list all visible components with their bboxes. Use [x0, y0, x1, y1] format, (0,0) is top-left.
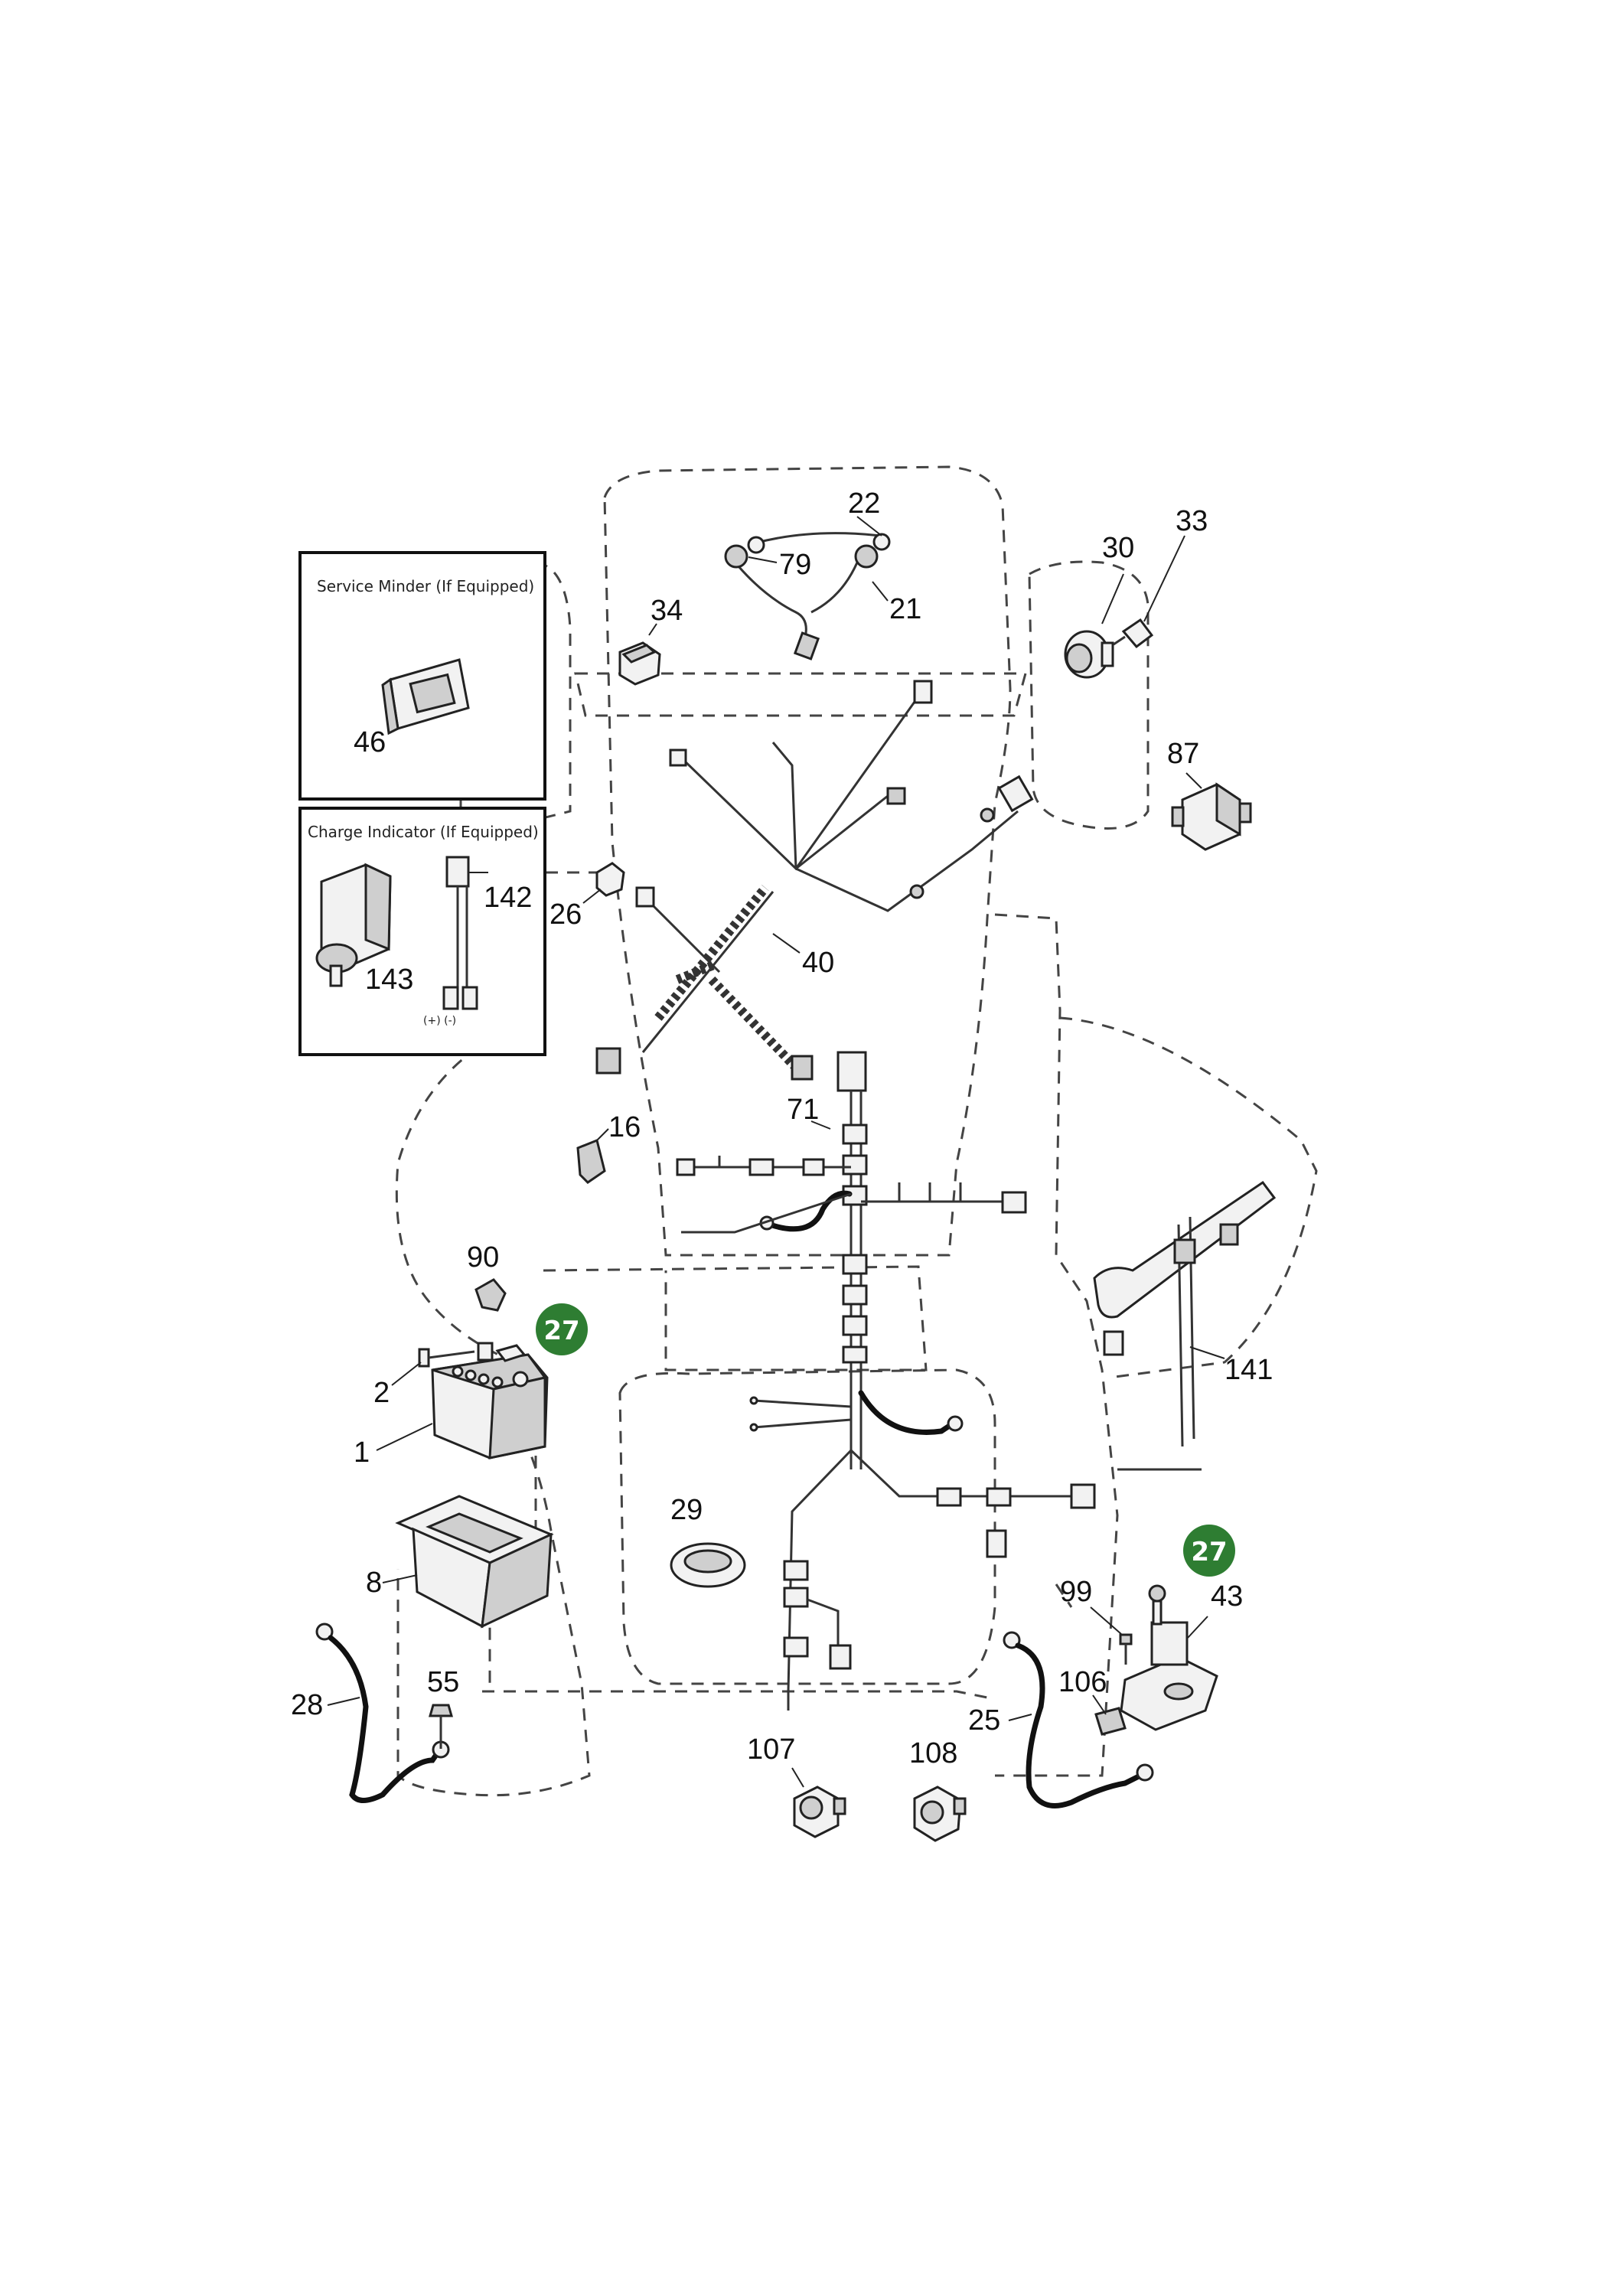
- service-minder-module: [381, 658, 470, 735]
- leader-79: [748, 556, 778, 563]
- sensor-29: [670, 1542, 746, 1588]
- main-wiring-harness-40: [595, 680, 1034, 1081]
- callout-106: 106: [1058, 1666, 1107, 1698]
- battery-area-outline: [543, 1265, 928, 1371]
- dash-panel-outline: [574, 672, 1027, 717]
- callout-22: 22: [848, 488, 880, 520]
- badge-27-solenoid-circle: [1183, 1525, 1235, 1577]
- ignition-switch-30: [1064, 630, 1114, 679]
- callout-40: 40: [802, 947, 834, 979]
- charge-indicator-title: Charge Indicator (If Equipped): [308, 823, 539, 841]
- headlight-harness: [724, 532, 891, 660]
- bolt-99: [1119, 1633, 1133, 1665]
- callout-30: 30: [1102, 532, 1134, 564]
- starter-solenoid-43: [1120, 1584, 1218, 1731]
- callout-43: 43: [1211, 1580, 1243, 1613]
- leader-40: [772, 933, 801, 954]
- screw-55: [429, 1704, 453, 1749]
- leader-33: [1143, 535, 1185, 622]
- service-minder-box: Service Minder (If Equipped) 46: [298, 551, 546, 801]
- charge-indicator-box: Charge Indicator (If Equipped) (+) (-) 1…: [298, 807, 546, 1056]
- callout-34: 34: [651, 595, 683, 627]
- leader-141: [1189, 1346, 1225, 1359]
- lower-wiring-harness: [783, 1449, 1096, 1711]
- badge-27-battery-label: 27: [543, 1316, 579, 1346]
- badge-27-battery-circle: [536, 1303, 588, 1355]
- leader-8: [382, 1574, 418, 1583]
- solenoid-107: [793, 1786, 846, 1838]
- plug-90: [474, 1278, 507, 1312]
- battery-cable-25: [1003, 1631, 1154, 1808]
- switch-34: [618, 641, 661, 686]
- leader-106: [1092, 1694, 1107, 1715]
- callout-28: 28: [291, 1689, 323, 1721]
- badge-27-solenoid-label: 27: [1191, 1537, 1227, 1567]
- seat-switch-assembly-141: [1093, 1180, 1277, 1471]
- leader-87: [1185, 772, 1202, 789]
- battery-1: [431, 1353, 549, 1459]
- battery-cable-28: [315, 1623, 450, 1803]
- callout-107: 107: [747, 1733, 795, 1766]
- bottom-frame-outline: [482, 1583, 1073, 1701]
- lower-center-outline: [618, 1368, 996, 1685]
- left-low-outline: [488, 1370, 537, 1691]
- connector-26: [595, 862, 625, 897]
- callout-46: 46: [354, 726, 386, 758]
- callout-87: 87: [1167, 738, 1199, 770]
- charge-indicator-gauge: [315, 863, 392, 987]
- leader-25: [1008, 1714, 1032, 1721]
- leader-43: [1187, 1616, 1208, 1639]
- leader-16: [596, 1128, 609, 1141]
- callout-25: 25: [968, 1704, 1000, 1737]
- leader-2: [391, 1362, 422, 1386]
- hood-outline: [603, 465, 1012, 1257]
- callout-99: 99: [1060, 1576, 1092, 1608]
- ignition-key-33: [1113, 618, 1154, 649]
- leader-71: [810, 1120, 831, 1130]
- badge-27-solenoid: 27: [1183, 1525, 1235, 1577]
- callout-8: 8: [366, 1567, 382, 1599]
- leader-1: [376, 1423, 433, 1451]
- callout-108: 108: [909, 1737, 957, 1769]
- charge-indicator-harness: [442, 856, 478, 1010]
- switch-16: [576, 1138, 606, 1184]
- seat-outline: [1059, 1016, 1318, 1379]
- leader-26: [582, 889, 602, 904]
- callout-26: 26: [549, 899, 582, 931]
- callout-79: 79: [779, 549, 811, 581]
- callout-71: 71: [787, 1094, 819, 1126]
- callout-55: 55: [427, 1666, 459, 1698]
- callout-1: 1: [354, 1437, 370, 1469]
- callout-16: 16: [608, 1111, 641, 1143]
- leader-99: [1090, 1606, 1122, 1635]
- battery-bolts-2: [418, 1342, 527, 1368]
- relay-87: [1171, 782, 1252, 851]
- leader-34: [648, 623, 657, 636]
- charge-terminals-label: (+) (-): [423, 1015, 456, 1027]
- leader-22: [856, 516, 882, 536]
- solenoid-108: [913, 1786, 967, 1842]
- rear-wiring-harness-71: [676, 1051, 1027, 1469]
- right-panel-outline: [1028, 560, 1150, 830]
- callout-90: 90: [467, 1241, 499, 1274]
- callout-143: 143: [365, 964, 413, 996]
- callout-142: 142: [484, 882, 532, 914]
- battery-tray-8: [395, 1495, 554, 1629]
- left-round-outline: [395, 1016, 536, 1371]
- service-minder-frame: [298, 551, 546, 801]
- frame-outline: [994, 913, 1119, 1777]
- clip-106: [1094, 1707, 1127, 1736]
- callout-141: 141: [1225, 1354, 1273, 1386]
- badge-27-battery: 27: [536, 1303, 588, 1355]
- service-minder-title: Service Minder (If Equipped): [317, 577, 534, 595]
- leader-21: [872, 581, 889, 602]
- callout-21: 21: [889, 593, 921, 625]
- callout-29: 29: [670, 1494, 703, 1526]
- callout-2: 2: [373, 1377, 390, 1409]
- leader-28: [327, 1697, 360, 1706]
- callout-33: 33: [1176, 505, 1208, 537]
- leader-30: [1101, 573, 1124, 625]
- leader-107: [791, 1767, 804, 1788]
